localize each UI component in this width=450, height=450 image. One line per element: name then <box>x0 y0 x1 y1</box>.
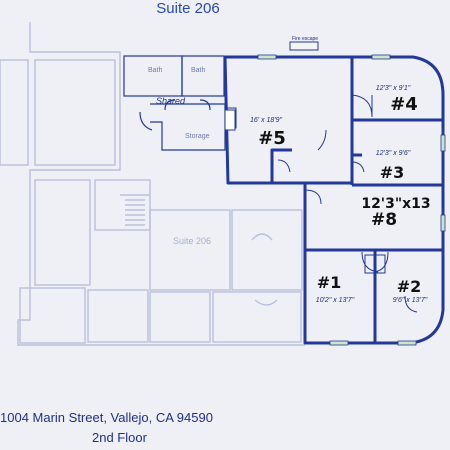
room-5-number: #5 <box>258 128 286 149</box>
storage-label: Storage <box>185 133 210 140</box>
room-1-number: #1 <box>317 273 342 292</box>
suite-title: Suite 206 <box>156 0 219 17</box>
address-line: 1004 Marin Street, Vallejo, CA 94590 <box>0 410 213 425</box>
room-5-dimensions: 16' x 18'9" <box>250 117 283 124</box>
shared-label: Shared <box>156 96 186 106</box>
faint-background-plan <box>0 22 305 346</box>
bath-label-2: Bath <box>191 67 206 74</box>
windows <box>257 54 446 346</box>
room-8-dimensions-handwritten: 12'3"x13 <box>361 196 430 212</box>
room-4-number: #4 <box>390 94 418 115</box>
bath-label-1: Bath <box>148 67 163 74</box>
sink-fixture <box>224 109 236 131</box>
room-2-dimensions: 9'6" x 13'7" <box>393 297 428 304</box>
room-3-dimensions: 12'3" x 9'6" <box>376 150 411 157</box>
door-swings <box>226 94 418 313</box>
suite-walls <box>223 55 445 345</box>
faint-suite-label: Suite 206 <box>173 236 211 246</box>
fire-escape-label: Fire escape <box>292 36 318 42</box>
floor-line: 2nd Floor <box>92 430 148 445</box>
room-1-dimensions: 10'2" x 13'7" <box>316 297 355 304</box>
room-8-number: #8 <box>371 210 397 230</box>
room-4-dimensions: 12'3" x 9'1" <box>376 85 411 92</box>
fire-escape-marker <box>289 41 319 51</box>
room-3-number: #3 <box>380 163 405 182</box>
room-2-number: #2 <box>397 277 422 296</box>
